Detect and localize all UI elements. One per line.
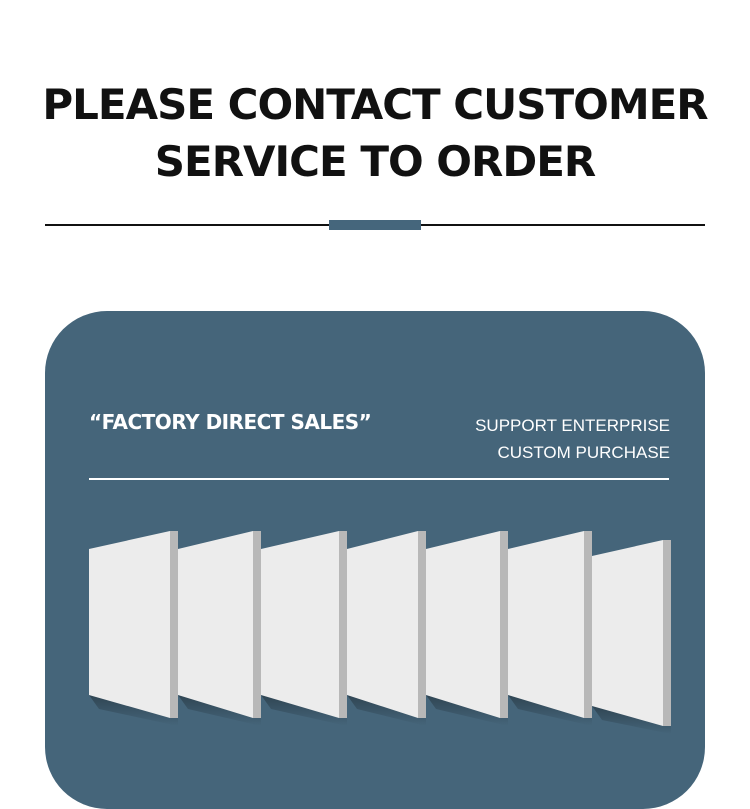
- panel-divider: [89, 478, 669, 480]
- board-edge: [253, 531, 261, 718]
- board-shadow: [508, 695, 592, 726]
- headline-line-2: SERVICE TO ORDER: [154, 137, 596, 186]
- factory-slogan: “FACTORY DIRECT SALES”: [89, 410, 372, 434]
- board-edge: [418, 531, 426, 718]
- board-edge: [339, 531, 347, 718]
- page-headline: PLEASE CONTACT CUSTOMER SERVICE TO ORDER: [0, 76, 750, 190]
- support-line-2: CUSTOM PURCHASE: [497, 443, 670, 462]
- divider-accent-bar: [329, 220, 421, 230]
- board-edge: [663, 540, 671, 726]
- board-edge: [500, 531, 508, 718]
- board-face: [261, 531, 339, 718]
- board-face: [592, 540, 663, 726]
- board-edge: [170, 531, 178, 718]
- headline-line-1: PLEASE CONTACT CUSTOMER: [42, 80, 708, 129]
- board-shadow: [261, 695, 347, 726]
- board-face: [426, 531, 500, 718]
- support-line-1: SUPPORT ENTERPRISE: [475, 416, 670, 435]
- board-edge: [584, 531, 592, 718]
- support-text: SUPPORT ENTERPRISE CUSTOM PURCHASE: [475, 412, 670, 466]
- board-face: [178, 531, 253, 718]
- board-face: [347, 531, 418, 718]
- board-shadow: [592, 706, 671, 734]
- board-shadow: [347, 695, 426, 726]
- board-face: [89, 531, 170, 718]
- board-shadow: [426, 695, 508, 726]
- board-shadow: [178, 695, 261, 726]
- board-shadow: [89, 695, 178, 726]
- board-face: [508, 531, 584, 718]
